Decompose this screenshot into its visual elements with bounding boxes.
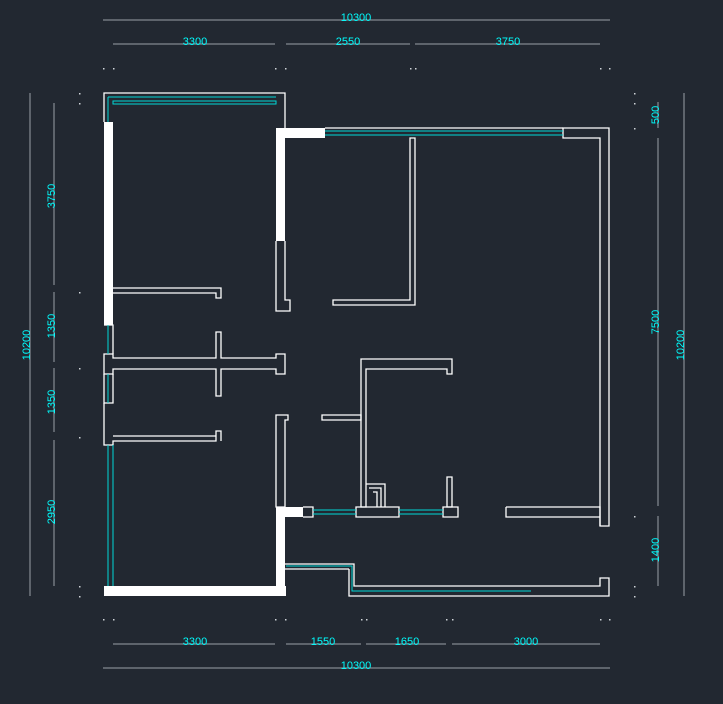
top-overall-dim: 10300 bbox=[341, 12, 372, 24]
solid-walls bbox=[104, 122, 325, 596]
top-dim-1: 3300 bbox=[183, 36, 207, 48]
right-dim-3: 1400 bbox=[650, 538, 662, 562]
window-glazing bbox=[107, 96, 563, 592]
bottom-dim-3: 1650 bbox=[395, 636, 419, 648]
left-dim-4: 2950 bbox=[46, 500, 58, 524]
right-dim-1: 500 bbox=[650, 106, 662, 124]
top-dim-3: 3750 bbox=[496, 36, 520, 48]
bottom-overall-dim: 10300 bbox=[341, 660, 372, 672]
left-dim-1: 3750 bbox=[46, 184, 58, 208]
dimension-ticks bbox=[79, 68, 636, 621]
outline-walls bbox=[103, 92, 610, 597]
right-overall-dim: 10200 bbox=[675, 330, 687, 361]
bottom-dim-2: 1550 bbox=[311, 636, 335, 648]
left-dim-3: 1350 bbox=[46, 390, 58, 414]
left-overall-dim: 10200 bbox=[21, 330, 33, 361]
bottom-dim-4: 3000 bbox=[514, 636, 538, 648]
top-dim-2: 2550 bbox=[336, 36, 360, 48]
dimension-labels: 10300 3300 2550 3750 3300 1550 1650 3000… bbox=[21, 12, 687, 672]
dimension-lines bbox=[29, 19, 685, 669]
right-dim-2: 7500 bbox=[650, 310, 662, 334]
left-dim-2: 1350 bbox=[46, 314, 58, 338]
bottom-dim-1: 3300 bbox=[183, 636, 207, 648]
